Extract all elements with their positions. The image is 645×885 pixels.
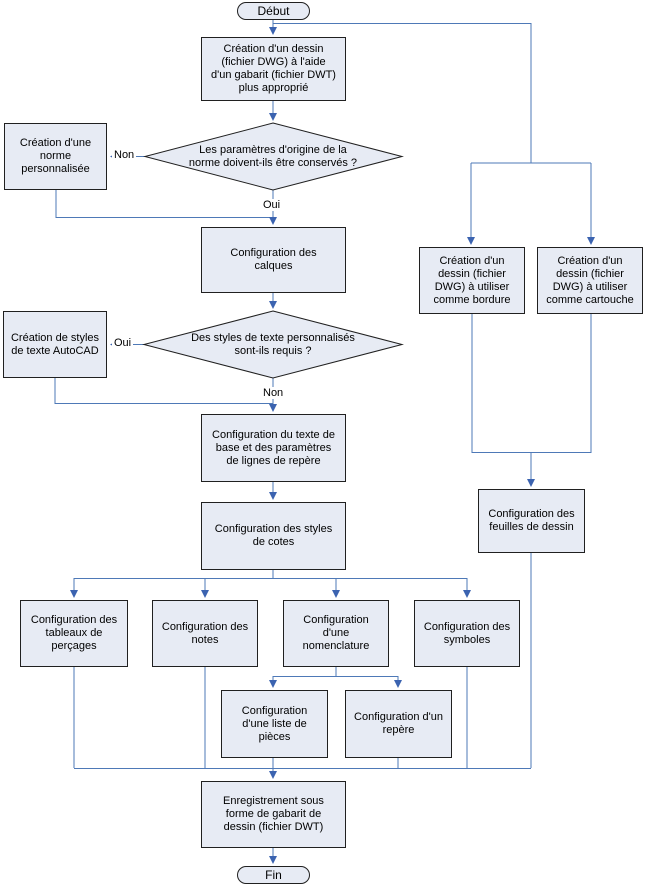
- edge-label-oui-styles: Oui: [112, 337, 134, 349]
- decision-styles-texte-diamond: [142, 310, 404, 379]
- edge-label-non-norme: Non: [112, 149, 137, 161]
- node-debut-terminator: Début: [237, 2, 310, 20]
- decision-norme-diamond: [143, 122, 404, 191]
- node-dessin-bordure: Création d'un dessin (fichier DWG) à uti…: [419, 247, 525, 314]
- node-dessin-cartouche: Création d'un dessin (fichier DWG) à uti…: [537, 247, 643, 314]
- node-feuilles-dessin: Configuration des feuilles de dessin: [478, 489, 585, 553]
- node-enregistrement: Enregistrement sous forme de gabarit de …: [201, 781, 346, 848]
- node-creation-dessin: Création d'un dessin (fichier DWG) à l'a…: [201, 37, 346, 101]
- node-symboles: Configuration des symboles: [414, 600, 520, 667]
- node-liste-pieces: Configuration d'une liste de pièces: [221, 690, 328, 758]
- node-repere: Configuration d'un repère: [345, 690, 452, 758]
- node-configuration-calques: Configuration des calques: [201, 227, 346, 293]
- edge-label-oui-norme: Oui: [261, 199, 283, 211]
- node-texte-base: Configuration du texte de base et des pa…: [201, 414, 346, 482]
- edge-label-non-styles: Non: [261, 387, 286, 399]
- node-norme-personnalisee: Création d'une norme personnalisée: [4, 123, 107, 190]
- node-nomenclature: Configuration d'une nomenclature: [283, 600, 389, 667]
- node-styles-cotes: Configuration des styles de cotes: [201, 502, 346, 570]
- node-styles-texte-autocad: Création de styles de texte AutoCAD: [3, 311, 107, 378]
- node-tableaux-percages: Configuration des tableaux de perçages: [20, 600, 128, 667]
- node-notes: Configuration des notes: [152, 600, 258, 667]
- decision-styles-texte-text: Des styles de texte personnalisés sont-i…: [191, 331, 355, 357]
- decision-norme-text: Les paramètres d'origine de la norme doi…: [188, 143, 358, 169]
- node-fin-terminator: Fin: [237, 866, 310, 884]
